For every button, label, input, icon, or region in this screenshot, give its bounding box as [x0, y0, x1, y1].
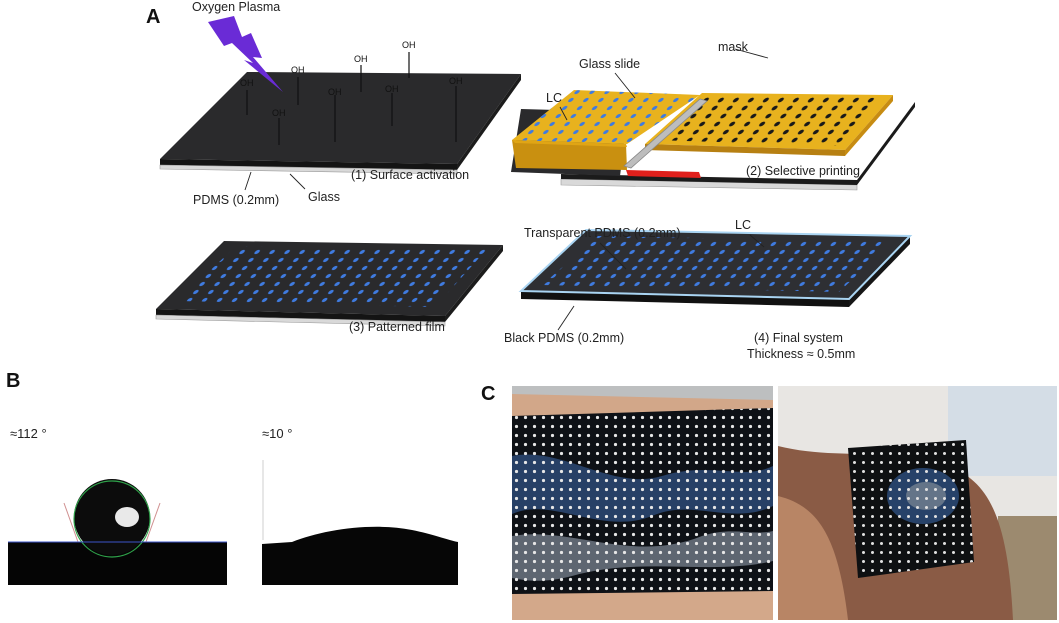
- mask-layer: [512, 90, 893, 170]
- oh-label: OH: [385, 84, 399, 94]
- pdms-label: PDMS (0.2mm): [193, 193, 280, 207]
- wrist-sensor-photo: [778, 386, 1057, 620]
- panel-label-c: C: [481, 383, 496, 405]
- contact-angle-right-label: ≈10 °: [262, 426, 293, 441]
- step3-caption: (3) Patterned film: [349, 320, 445, 334]
- oh-label: OH: [354, 54, 368, 64]
- plasma-bolt-icon: [208, 16, 283, 92]
- mask-label: mask: [718, 40, 748, 54]
- oh-label: OH: [272, 108, 286, 118]
- step4-caption: (4) Final system: [754, 331, 843, 345]
- panel-a: OH OH OH OH OH OH OH OH: [155, 0, 915, 361]
- step1-film: [159, 72, 521, 175]
- oh-label: OH: [240, 78, 254, 88]
- lc-leader-top: [559, 106, 568, 121]
- oh-groups: [246, 52, 457, 145]
- oh-label: OH: [402, 40, 416, 50]
- mask-leader: [734, 48, 769, 59]
- lc-leader-bottom: [749, 234, 765, 248]
- thickness-label: Thickness ≈ 0.5mm: [747, 347, 856, 361]
- glass-leader: [289, 173, 306, 190]
- panel-label-a: A: [146, 6, 161, 28]
- step3-film: [155, 241, 503, 327]
- panel-label-b: B: [6, 370, 21, 392]
- contact-angle-left-label: ≈112 °: [10, 426, 47, 441]
- oh-labels: OH OH OH OH OH OH OH OH: [240, 40, 463, 118]
- black-pdms-leader: [557, 305, 575, 331]
- glass-slide-leader: [614, 72, 636, 99]
- droplet-hydrophilic-image: [262, 460, 458, 585]
- plasma-label: Oxygen Plasma: [192, 0, 281, 14]
- panel-a-illustration: OH OH OH OH OH OH OH OH: [155, 16, 915, 331]
- step4-film: [518, 228, 913, 307]
- pdms-leader: [244, 171, 252, 191]
- lc-label-bottom: LC: [735, 218, 751, 232]
- oh-label: OH: [291, 65, 305, 75]
- black-pdms-label: Black PDMS (0.2mm): [504, 331, 625, 345]
- transparent-pdms-leader: [599, 242, 627, 270]
- printed-red-strip: [626, 170, 701, 178]
- droplet-hydrophobic-image: [8, 445, 227, 585]
- oh-label: OH: [328, 87, 342, 97]
- glass-label: Glass: [308, 190, 340, 204]
- oh-label: OH: [449, 76, 463, 86]
- step2-caption: (2) Selective printing: [746, 164, 860, 178]
- step1-caption: (1) Surface activation: [351, 168, 470, 182]
- lc-label-top: LC: [546, 91, 562, 105]
- transparent-pdms-label: Transparent PDMS (0.2mm): [524, 226, 681, 240]
- arm-sensor-photo: [512, 386, 773, 620]
- glass-slide-label: Glass slide: [579, 57, 641, 71]
- glass-slide-squeegee: [623, 98, 708, 169]
